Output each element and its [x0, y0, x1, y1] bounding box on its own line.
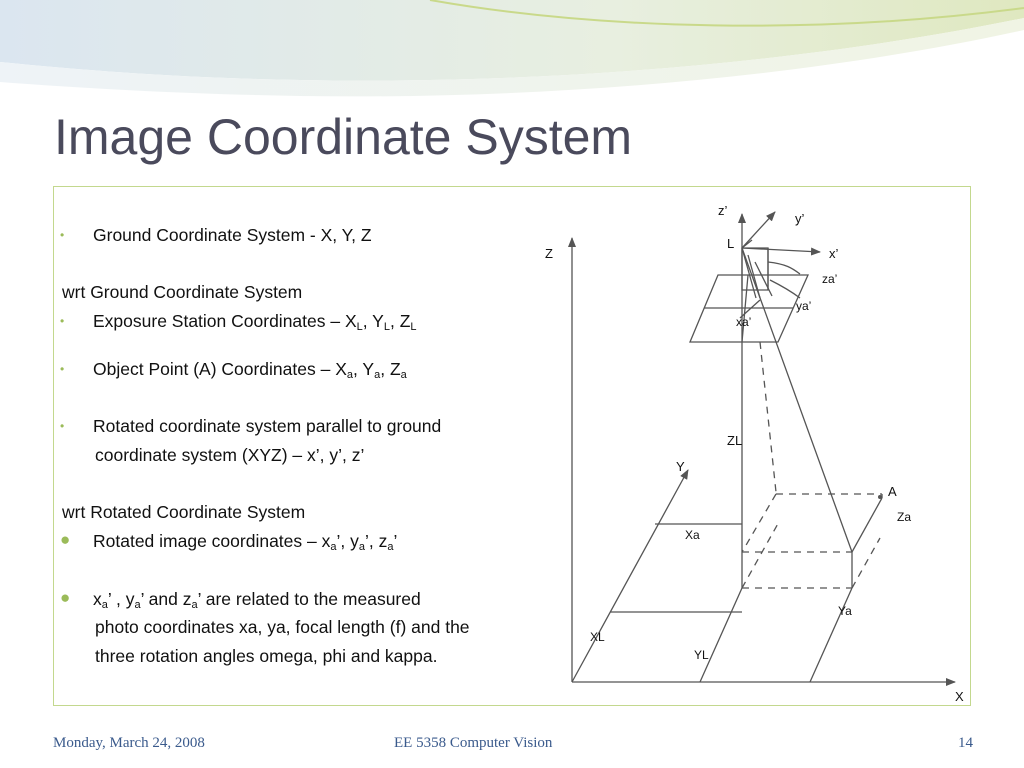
y-prime-axis	[741, 211, 776, 249]
bullet-related-line3: three rotation angles omega, phi and kap…	[95, 646, 438, 666]
footer-course: EE 5358 Computer Vision	[394, 735, 553, 751]
ray-to-a	[741, 247, 853, 553]
label-za-prime: za’	[822, 272, 837, 286]
label-X: X	[955, 689, 964, 704]
bullet-related-line2: photo coordinates xa, ya, focal length (…	[95, 617, 470, 637]
label-Y: Y	[676, 459, 685, 474]
label-A: A	[888, 484, 897, 499]
xl-projection	[699, 587, 743, 683]
label-ZL: ZL	[727, 433, 742, 448]
bullet-rotated-image-coordinates: Rotated image coordinates – xa’, ya’, za…	[93, 531, 398, 553]
bullet-marker: •	[60, 362, 65, 376]
bullet-marker: •	[60, 419, 65, 433]
bullet-marker: ●	[60, 530, 71, 549]
label-L: L	[727, 236, 734, 251]
image-plane	[689, 274, 810, 343]
bullet-marker: ●	[60, 588, 71, 607]
label-XL: XL	[590, 630, 605, 644]
bullet-rotated-system-line1: Rotated coordinate system parallel to gr…	[93, 416, 442, 436]
bullet-marker: •	[60, 228, 65, 242]
xa-projection	[809, 587, 853, 683]
projection-dash	[759, 341, 777, 493]
bullet-related-line1: xa’ , ya’ and za’ are related to the mea…	[93, 589, 421, 611]
footer-page-number: 14	[958, 735, 973, 751]
label-z-prime: z’	[718, 203, 728, 218]
bullet-marker: •	[60, 314, 65, 328]
label-Za: Za	[897, 510, 911, 524]
label-y-prime: y’	[795, 211, 805, 226]
label-xa-prime: xa’	[736, 315, 751, 329]
label-YL: YL	[694, 648, 709, 662]
heading-wrt-rotated: wrt Rotated Coordinate System	[62, 502, 306, 522]
bullet-exposure-station: Exposure Station Coordinates – XL, YL, Z…	[93, 311, 417, 333]
heading-wrt-ground: wrt Ground Coordinate System	[62, 282, 303, 302]
slide-title: Image Coordinate System	[54, 109, 633, 165]
x-prime-axis	[741, 247, 821, 256]
content-frame	[53, 186, 971, 706]
bullet-object-point: Object Point (A) Coordinates – Xa, Ya, Z…	[93, 359, 407, 381]
footer-date: Monday, March 24, 2008	[53, 735, 205, 751]
bullet-ground-coordinate-system: Ground Coordinate System - X, Y, Z	[93, 225, 372, 245]
label-ya-prime: ya’	[796, 299, 811, 313]
label-Xa: Xa	[685, 528, 700, 542]
point-a	[878, 495, 882, 499]
y-axis	[571, 469, 689, 683]
za-line	[851, 497, 883, 553]
label-Z: Z	[545, 246, 553, 261]
bullet-rotated-system-line2: coordinate system (XYZ) – x’, y’, z’	[95, 445, 365, 465]
label-x-prime: x’	[829, 246, 839, 261]
background-swoosh	[0, 0, 1024, 97]
label-Ya: Ya	[838, 604, 852, 618]
